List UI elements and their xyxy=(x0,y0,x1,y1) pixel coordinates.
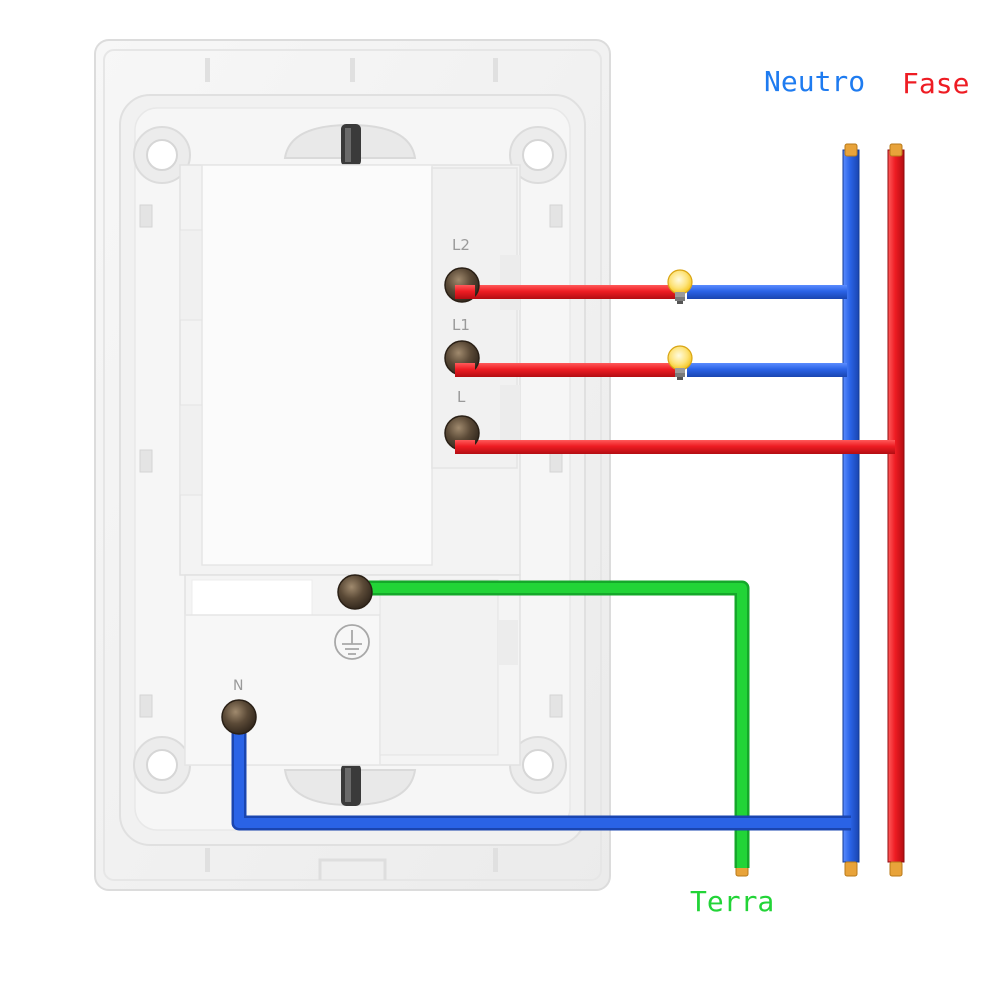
mounting-hole-bottom-left xyxy=(133,736,191,794)
terminal-screw-earth xyxy=(337,574,373,610)
earth-ground-symbol-icon xyxy=(334,624,370,660)
mounting-hole-bottom-right xyxy=(509,736,567,794)
terminal-screw-n xyxy=(221,699,257,735)
phase-label: Fase xyxy=(902,67,970,100)
mounting-hole-top-right xyxy=(509,126,567,184)
wire-l-phase-feed xyxy=(460,440,895,454)
neutral-bus-wire xyxy=(842,149,860,863)
top-fixing-bolt xyxy=(283,123,417,166)
side-clips xyxy=(139,204,563,718)
bottom-fixing-bolt xyxy=(283,764,417,807)
terminal-label-l: L xyxy=(457,388,466,406)
lamp-bulb-icon xyxy=(667,345,693,380)
lamp-bulb-icon xyxy=(667,269,693,304)
terminal-label-l2: L2 xyxy=(452,236,470,254)
terminal-label-l1: L1 xyxy=(452,316,470,334)
neutral-wire-n xyxy=(231,716,851,831)
mounting-hole-top-left xyxy=(133,126,191,184)
terminal-label-n: N xyxy=(233,678,243,694)
earth-wire xyxy=(352,580,750,868)
wire-l2-load xyxy=(460,285,847,299)
earth-label: Terra xyxy=(690,885,775,918)
wire-end-caps xyxy=(735,143,903,877)
wire-l1-load xyxy=(460,363,847,377)
phase-bus-wire xyxy=(887,149,905,863)
neutral-label: Neutro xyxy=(764,65,866,98)
